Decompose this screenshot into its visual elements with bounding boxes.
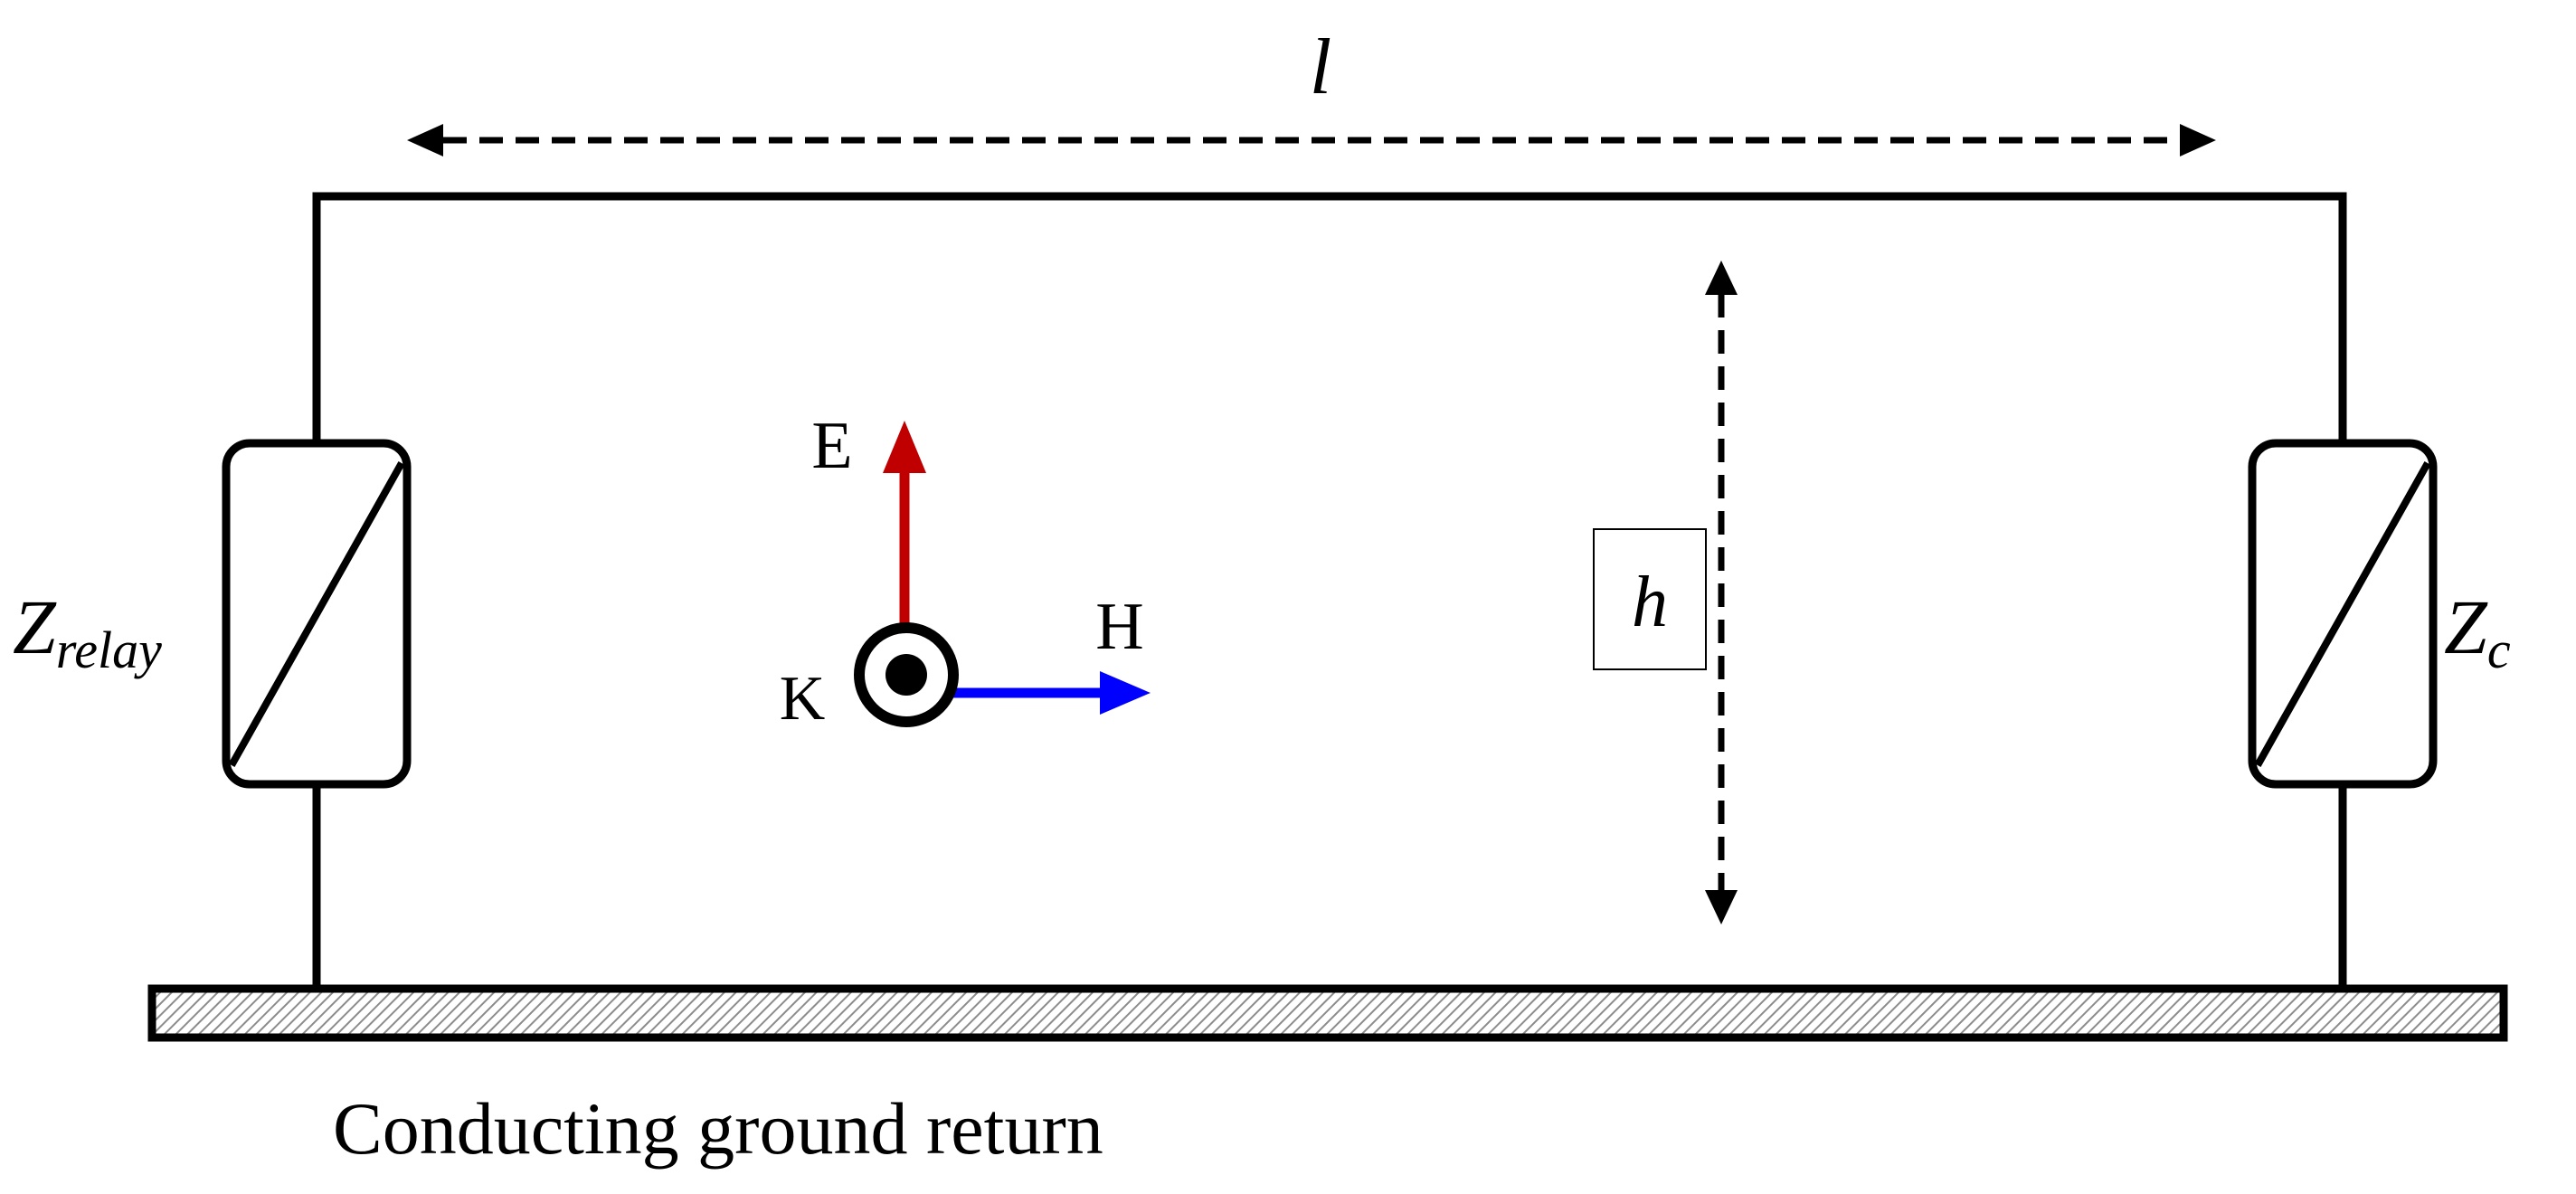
z-c-label: Zc: [2444, 583, 2511, 679]
z-c-label-sub: c: [2487, 621, 2511, 679]
length-dimension-arrow: [407, 124, 2216, 156]
z-relay-label-main: Z: [13, 583, 57, 670]
z-c-label-main: Z: [2444, 583, 2488, 670]
ground-plane: [147, 984, 2508, 1042]
z-c-impedance: [2248, 439, 2438, 789]
ground-label: Conducting ground return: [333, 1087, 1103, 1170]
length-label: l: [1310, 24, 1331, 111]
height-label: h: [1632, 563, 1668, 642]
h-field-label: H: [1095, 590, 1143, 664]
z-relay-impedance: [222, 439, 412, 789]
k-vector-out-of-page-icon: [854, 622, 959, 727]
e-field-label: E: [811, 409, 852, 483]
z-relay-label: Zrelay: [13, 583, 162, 679]
z-relay-label-sub: relay: [56, 621, 162, 679]
k-vector-label: K: [780, 664, 826, 734]
height-label-box: [1593, 528, 1707, 670]
height-dimension-arrow: [1705, 261, 1738, 924]
h-field-arrow: [945, 671, 1151, 715]
e-field-arrow: [883, 421, 926, 624]
